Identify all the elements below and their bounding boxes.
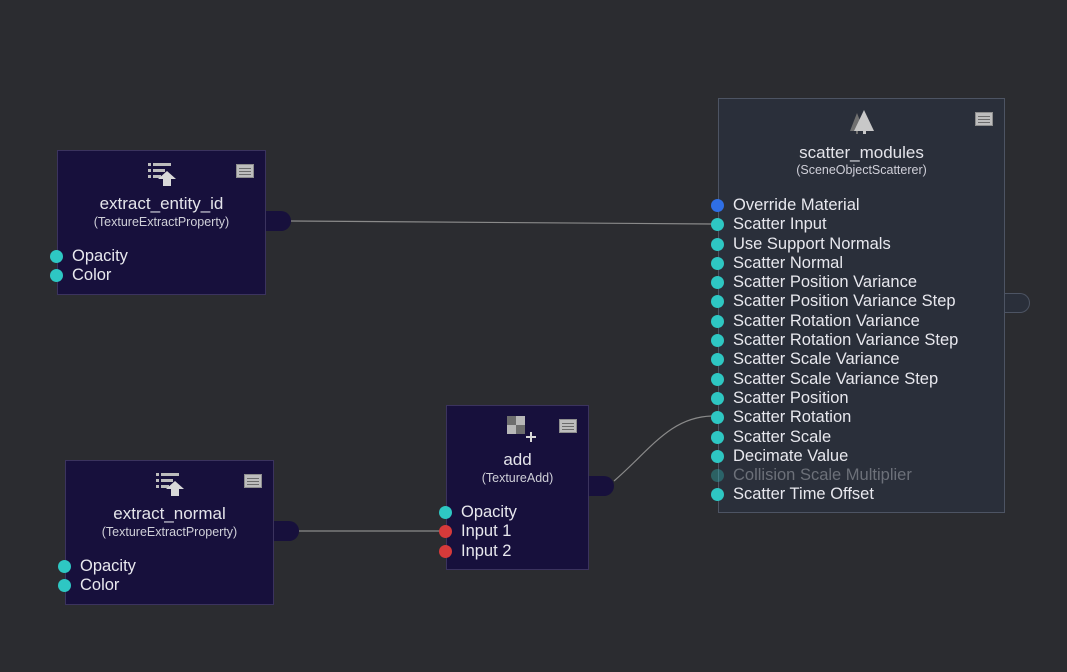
port-label: Opacity	[80, 557, 136, 575]
scatter-modules-output-port[interactable]	[1004, 293, 1030, 313]
node-title: extract_normal	[113, 504, 226, 523]
extract-normal-output-port[interactable]	[273, 521, 299, 541]
port-dot[interactable]	[50, 269, 63, 283]
trees-icon	[849, 110, 874, 134]
port-label: Color	[80, 576, 120, 595]
node-subtitle: (SceneObjectScatterer)	[796, 163, 927, 177]
port-dot[interactable]	[711, 449, 724, 463]
port-label: Color	[72, 266, 112, 285]
port-label: Use Support Normals	[733, 234, 891, 253]
node-scatter-modules[interactable]: scatter_modules (SceneObjectScatterer) O…	[711, 98, 1005, 513]
node-subtitle: (TextureAdd)	[481, 471, 554, 485]
node-menu-icon[interactable]	[244, 474, 262, 488]
port-label: Scatter Time Offset	[733, 485, 874, 504]
port-dot[interactable]	[711, 276, 724, 290]
node-subtitle: (TextureExtractProperty)	[93, 215, 230, 229]
port-label: Scatter Scale	[733, 427, 832, 446]
port-dot[interactable]	[58, 560, 71, 573]
wire-add-to-scatter-rotation[interactable]	[613, 415, 713, 482]
port-label: Opacity	[461, 503, 517, 521]
port-dot[interactable]	[711, 430, 724, 444]
port-label: Input 1	[461, 522, 512, 541]
port-dot[interactable]	[711, 488, 724, 502]
port-label: Scatter Input	[733, 215, 827, 234]
port-dot[interactable]	[711, 295, 724, 309]
port-dot[interactable]	[711, 372, 724, 386]
port-label: Override Material	[733, 196, 860, 214]
port-label: Scatter Position Variance	[733, 273, 918, 292]
port-label: Scatter Rotation	[733, 408, 852, 427]
port-dot[interactable]	[439, 506, 452, 519]
extract-property-icon	[147, 163, 176, 186]
port-dot[interactable]	[711, 391, 724, 405]
port-dot[interactable]	[439, 525, 452, 539]
port-dot[interactable]	[439, 544, 452, 558]
port-label: Scatter Position Variance Step	[733, 292, 956, 311]
node-menu-icon[interactable]	[559, 419, 577, 433]
wire-extract-entity-id-to-scatter-input[interactable]	[290, 220, 713, 225]
port-dot[interactable]	[58, 579, 71, 593]
add-output-port[interactable]	[588, 476, 614, 496]
port-dot[interactable]	[711, 218, 724, 232]
port-dot[interactable]	[711, 237, 724, 251]
texture-add-icon	[506, 416, 536, 442]
port-label: Opacity	[72, 247, 128, 265]
port-label: Scatter Scale Variance Step	[733, 369, 939, 388]
node-add[interactable]: add (TextureAdd) Opacity Input 1 Input 2	[439, 405, 589, 570]
port-label: Collision Scale Multiplier	[733, 466, 912, 485]
node-subtitle: (TextureExtractProperty)	[101, 525, 238, 539]
port-label: Input 2	[461, 541, 512, 560]
port-label: Decimate Value	[733, 446, 849, 465]
port-dot[interactable]	[711, 353, 724, 367]
port-dot[interactable]	[50, 250, 63, 263]
node-extract-normal[interactable]: extract_normal (TextureExtractProperty) …	[58, 460, 274, 605]
port-label: Scatter Scale Variance	[733, 350, 900, 369]
port-dot[interactable]	[711, 314, 724, 328]
node-menu-icon[interactable]	[236, 164, 254, 178]
node-menu-icon[interactable]	[975, 112, 993, 126]
port-label: Scatter Rotation Variance Step	[733, 331, 959, 350]
port-label: Scatter Normal	[733, 253, 844, 272]
extract-property-icon	[155, 473, 184, 496]
port-dot[interactable]	[711, 199, 724, 212]
port-label: Scatter Rotation Variance	[733, 311, 920, 330]
port-label: Scatter Position	[733, 388, 849, 407]
extract-entity-id-output-port[interactable]	[265, 211, 291, 231]
port-dot[interactable]	[711, 411, 724, 425]
node-title: extract_entity_id	[99, 194, 224, 213]
port-dot[interactable]	[711, 256, 724, 270]
port-dot[interactable]	[711, 469, 724, 483]
node-title: add	[503, 450, 532, 469]
port-dot[interactable]	[711, 334, 724, 348]
node-extract-entity-id[interactable]: extract_entity_id (TextureExtractPropert…	[50, 150, 266, 295]
node-title: scatter_modules	[799, 143, 924, 162]
